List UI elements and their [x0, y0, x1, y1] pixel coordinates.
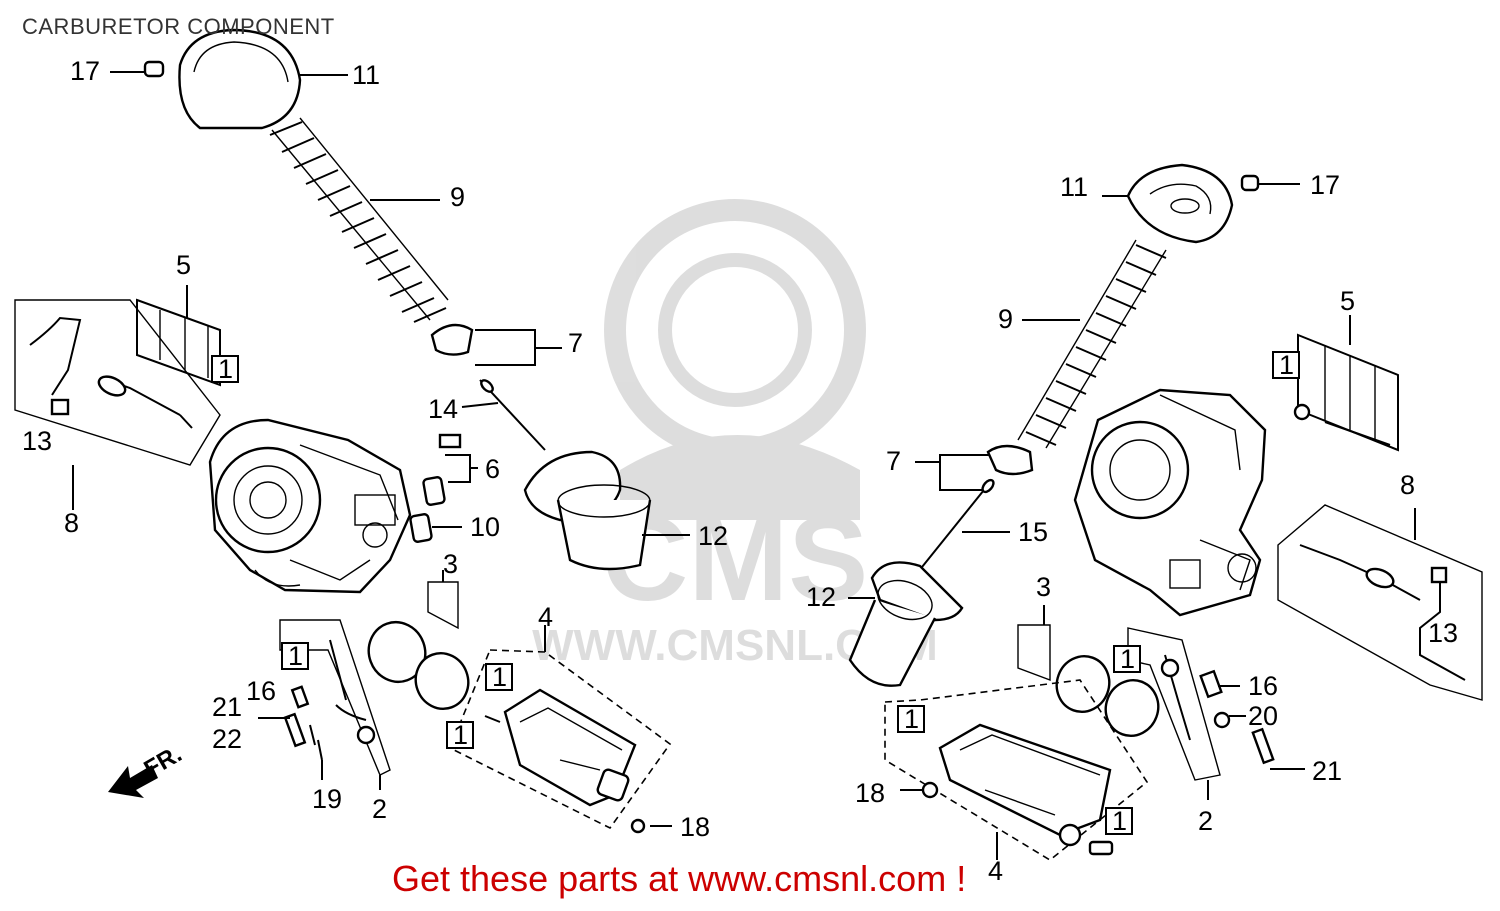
callout-2: 2 [372, 794, 387, 824]
callout-11: 11 [352, 60, 380, 90]
callout-21: 21 [1312, 756, 1342, 786]
svg-text:1: 1 [453, 720, 468, 750]
svg-text:1: 1 [218, 354, 233, 384]
left-jets-16-21-22 [258, 685, 323, 780]
callout-8: 8 [1400, 470, 1415, 500]
box-marker-left-2: 1 [281, 641, 309, 671]
right-group-5 [1293, 315, 1399, 452]
callout-16: 16 [246, 676, 276, 706]
callout-17: 17 [1310, 170, 1340, 200]
left-floats [367, 621, 470, 710]
box-marker-left-4b: 1 [446, 720, 474, 750]
left-vacuum-piston-12 [523, 450, 690, 571]
callout-13: 13 [22, 426, 52, 456]
right-group-8 [1277, 504, 1483, 701]
footer-promo-text[interactable]: Get these parts at www.cmsnl.com ! [392, 858, 967, 899]
callout-20: 20 [1248, 701, 1278, 731]
left-screw-17 [110, 60, 165, 78]
left-carburetor-body [208, 418, 412, 594]
callout-7: 7 [568, 328, 583, 358]
callout-11: 11 [1060, 172, 1088, 202]
left-jet-needle-holder [430, 323, 474, 356]
callout-14: 14 [428, 394, 458, 424]
right-jets-16-20-21 [1199, 669, 1305, 770]
box-marker-right-4a: 1 [897, 704, 925, 734]
callout-6: 6 [485, 454, 500, 484]
callout-18: 18 [855, 778, 885, 808]
diagram-title: CARBURETOR COMPONENT [22, 14, 335, 39]
right-jet-needle-holder [986, 444, 1034, 476]
svg-text:1: 1 [1279, 350, 1294, 380]
svg-text:1: 1 [1112, 806, 1127, 836]
svg-text:1: 1 [1120, 644, 1135, 674]
svg-text:1: 1 [492, 662, 507, 692]
callout-15: 15 [1018, 517, 1048, 547]
callout-7: 7 [886, 446, 901, 476]
callout-12: 12 [698, 521, 728, 551]
box-marker-right-4b: 1 [1105, 806, 1133, 836]
left-carburetor-assembly [14, 28, 690, 834]
callout-12: 12 [806, 582, 836, 612]
left-jet-needle-14 [461, 379, 546, 451]
callout-9: 9 [998, 304, 1013, 334]
callout-4: 4 [988, 856, 1003, 886]
callout-22: 22 [212, 724, 242, 754]
left-group-3 [427, 570, 459, 630]
right-carburetor-body [1073, 388, 1267, 617]
callout-10: 10 [470, 512, 500, 542]
right-jet-needle-15 [917, 478, 1010, 573]
box-marker-left-5: 1 [211, 354, 239, 384]
callout-19: 19 [312, 784, 342, 814]
right-floats [1055, 655, 1160, 737]
callout-9: 9 [450, 182, 465, 212]
callout-2: 2 [1198, 806, 1213, 836]
callout-3: 3 [443, 549, 458, 579]
svg-text:1: 1 [288, 641, 303, 671]
box-marker-right-5: 1 [1272, 350, 1300, 380]
callout-5: 5 [1340, 286, 1355, 316]
left-adjust-screw-6 [422, 433, 478, 506]
right-screw-17 [1240, 174, 1300, 192]
callout-4: 4 [538, 602, 553, 632]
left-group-2 [279, 619, 391, 790]
callout-16: 16 [1248, 671, 1278, 701]
left-spring-10 [409, 513, 462, 543]
left-spring-9 [269, 117, 449, 323]
box-marker-left-4a: 1 [485, 662, 513, 692]
right-callout-labels: 11 17 9 5 7 8 15 12 3 13 16 20 18 21 2 4 [806, 170, 1458, 886]
callout-5: 5 [176, 250, 191, 280]
left-callout-labels: 17 11 9 5 7 14 6 13 8 10 12 3 4 16 21 22… [22, 56, 728, 842]
right-group-3 [1017, 605, 1051, 682]
callout-21: 21 [212, 692, 242, 722]
right-spring-9 [1017, 239, 1167, 449]
box-marker-right-2: 1 [1113, 644, 1141, 674]
callout-18: 18 [680, 812, 710, 842]
front-direction-arrow [108, 765, 158, 798]
right-vacuum-piston-12 [848, 561, 964, 687]
left-top-cover [178, 28, 302, 130]
right-float-bowl-4 [884, 679, 1149, 861]
right-top-cover [1126, 163, 1234, 244]
callout-13: 13 [1428, 618, 1458, 648]
callout-3: 3 [1036, 572, 1051, 602]
left-group-5 [136, 285, 221, 387]
svg-text:1: 1 [904, 704, 919, 734]
left-group-8 [14, 299, 221, 510]
right-carburetor-assembly [848, 163, 1483, 861]
callout-8: 8 [64, 508, 79, 538]
callout-17: 17 [70, 56, 100, 86]
